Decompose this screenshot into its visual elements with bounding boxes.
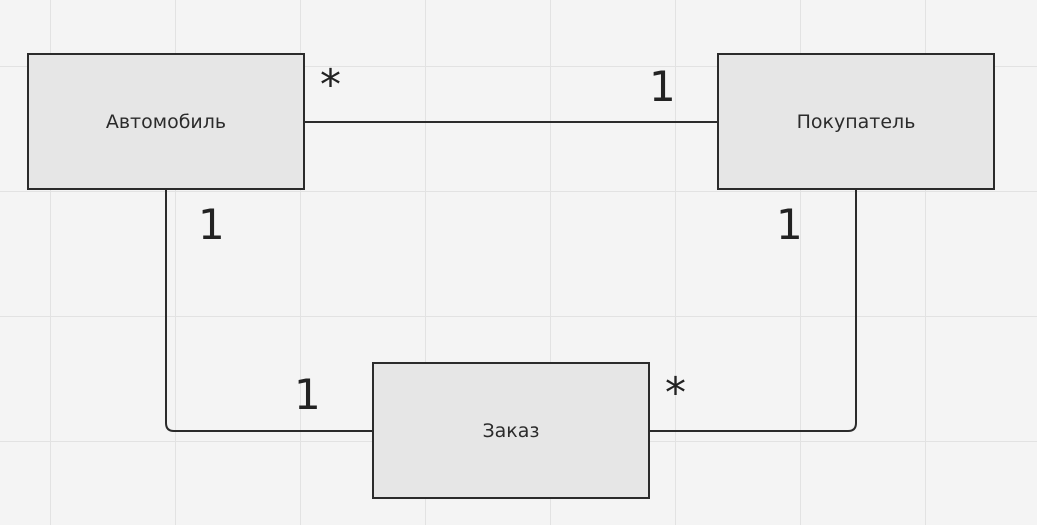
association-buyer-order[interactable] — [650, 190, 857, 432]
multiplicity-buyer-order-order-end: * — [665, 368, 686, 417]
entity-car-label: Автомобиль — [105, 110, 227, 133]
multiplicity-car-buyer-car-end: * — [320, 60, 341, 109]
entity-order-label: Заказ — [482, 419, 540, 442]
entity-buyer[interactable]: Покупатель — [717, 53, 995, 190]
entity-car[interactable]: Автомобиль — [27, 53, 305, 190]
entity-order[interactable]: Заказ — [372, 362, 650, 499]
multiplicity-buyer-order-buyer-end: 1 — [776, 200, 803, 249]
multiplicity-car-buyer-buyer-end: 1 — [649, 62, 676, 111]
entity-buyer-label: Покупатель — [796, 110, 916, 133]
multiplicity-car-order-car-end: 1 — [198, 200, 225, 249]
multiplicity-car-order-order-end: 1 — [294, 370, 321, 419]
association-car-order[interactable] — [165, 190, 372, 432]
